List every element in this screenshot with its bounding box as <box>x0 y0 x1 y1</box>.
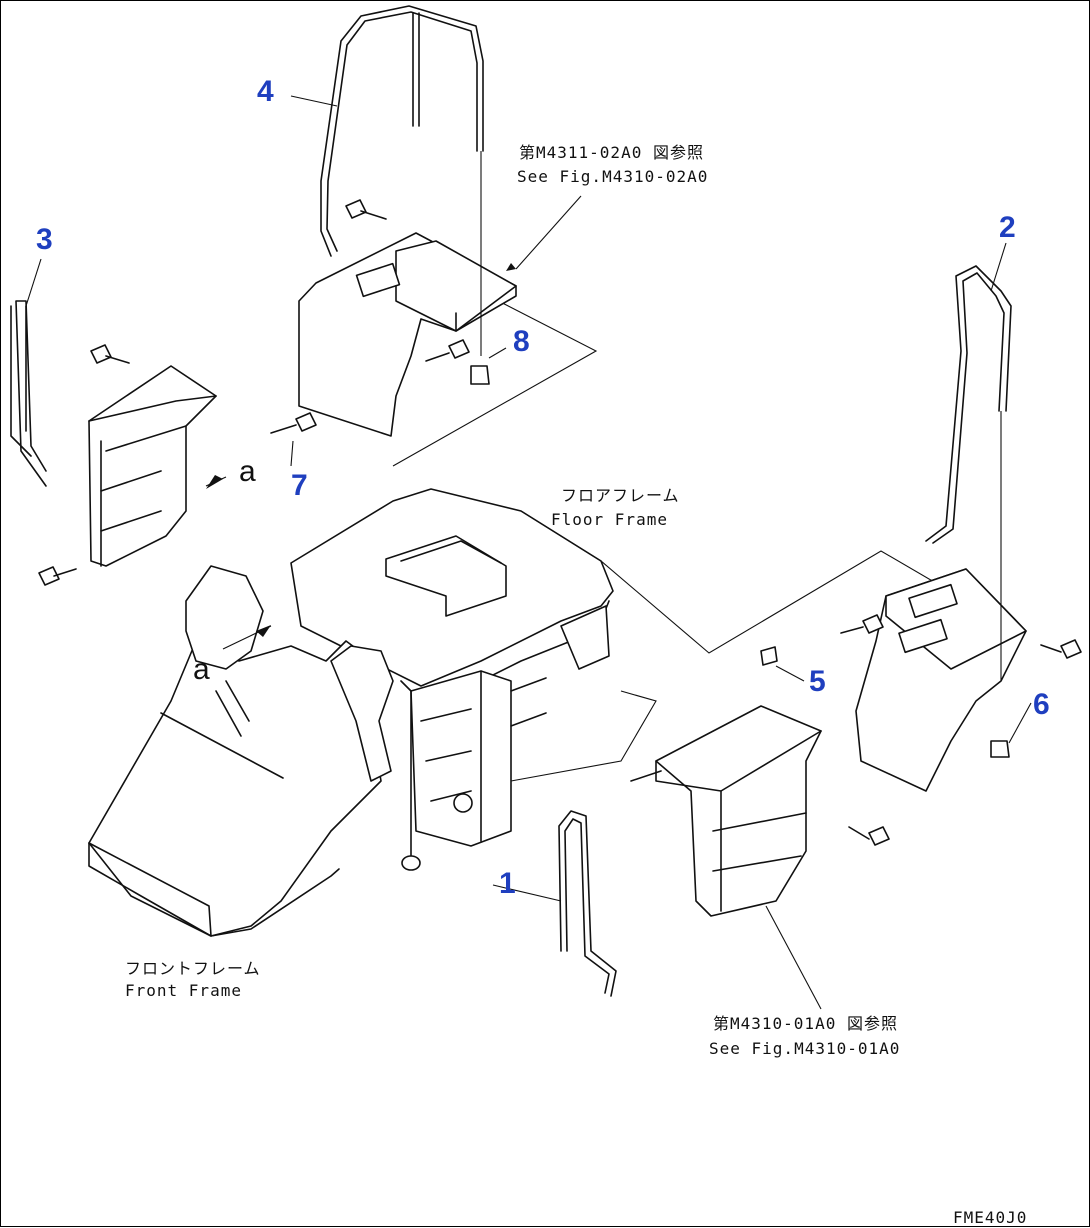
part-number-7: 7 <box>291 469 308 502</box>
handrail-3 <box>10 300 47 487</box>
part-number-1: 1 <box>499 867 516 900</box>
reference-letter-a-upper: a <box>239 455 256 488</box>
floor-frame-label-en: Floor Frame <box>551 510 668 529</box>
part-number-labels: 4 3 2 8 7 5 6 1 <box>36 75 1050 900</box>
rear-ref-note-en: See Fig.M4310-02A0 <box>517 167 708 186</box>
part-number-4: 4 <box>257 75 274 108</box>
right-step-ladder <box>630 705 822 917</box>
part-number-2: 2 <box>999 211 1016 244</box>
rear-fender-right <box>855 568 1027 792</box>
floor-frame <box>290 250 1002 871</box>
annotation-notes: 第M4311-02A0 図参照 See Fig.M4310-02A0 フロアフレ… <box>125 143 1027 1227</box>
front-ref-note-jp: 第M4310-01A0 図参照 <box>713 1014 898 1033</box>
handrail-4 <box>320 5 484 356</box>
rear-ref-note-jp: 第M4311-02A0 図参照 <box>519 143 704 162</box>
rear-fender-left <box>298 232 517 437</box>
handrail-1 <box>558 810 617 997</box>
front-frame-label-jp: フロントフレーム <box>125 959 261 978</box>
part-number-5: 5 <box>809 665 826 698</box>
front-frame <box>88 565 394 937</box>
leader-lines <box>25 95 1032 1010</box>
part-number-3: 3 <box>36 223 53 256</box>
bolts <box>38 199 1082 846</box>
reference-letter-a-lower: a <box>193 653 210 686</box>
part-number-6: 6 <box>1033 688 1050 721</box>
floor-frame-label-jp: フロアフレーム <box>561 486 680 505</box>
part-number-8: 8 <box>513 325 530 358</box>
front-frame-label-en: Front Frame <box>125 981 242 1000</box>
left-step-ladder <box>88 365 217 567</box>
drawing-code: FME40J0 <box>953 1208 1027 1227</box>
front-ref-note-en: See Fig.M4310-01A0 <box>709 1039 900 1058</box>
handrail-2 <box>925 265 1012 681</box>
